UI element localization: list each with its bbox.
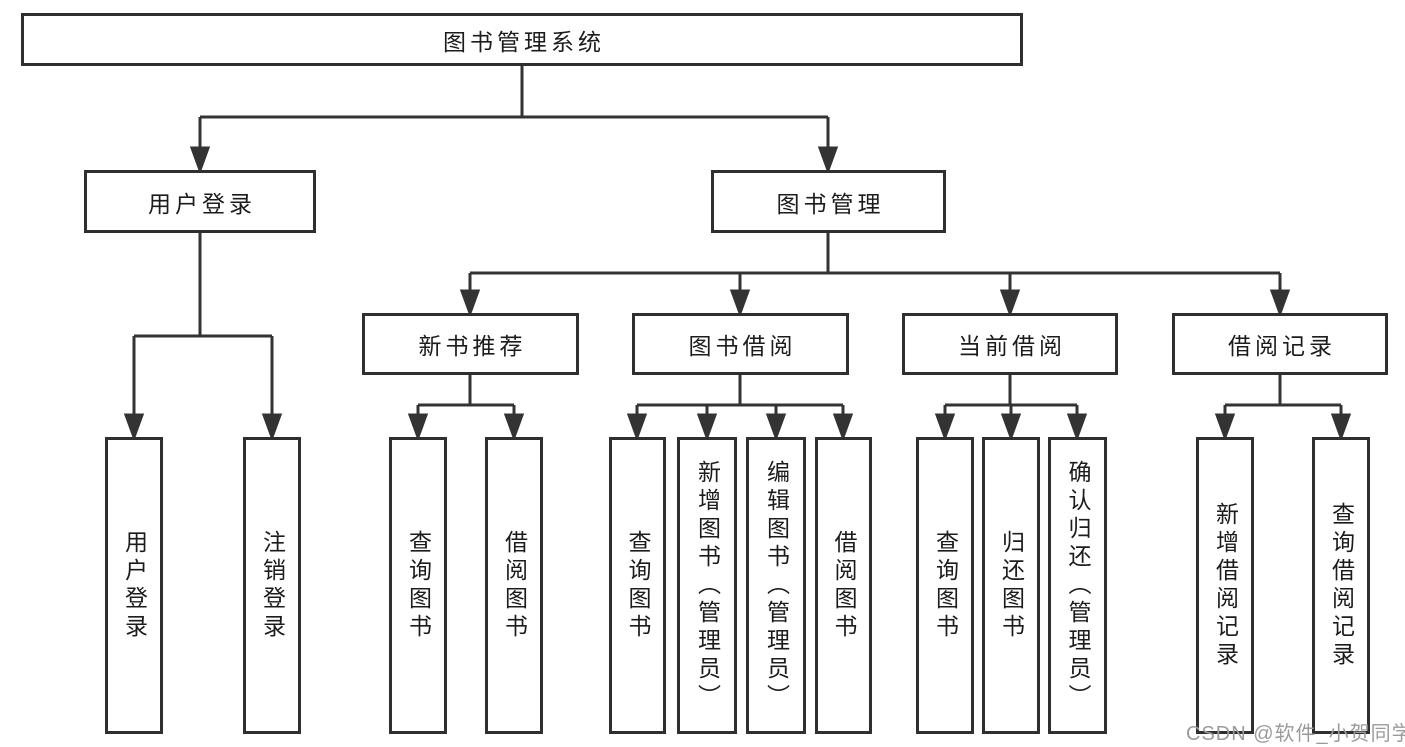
leaf-query-books-current: 查询图书 bbox=[916, 437, 974, 734]
arrowhead bbox=[832, 413, 854, 442]
arrowhead bbox=[817, 146, 839, 175]
arrowhead bbox=[999, 289, 1021, 318]
csdn-watermark: CSDN @软件_小贺同学 bbox=[1186, 723, 1405, 745]
arrowhead bbox=[729, 289, 751, 318]
arrowhead bbox=[934, 413, 956, 442]
arrowhead bbox=[1214, 413, 1236, 442]
arrowhead bbox=[765, 413, 787, 442]
arrowhead bbox=[459, 289, 481, 318]
leaf-borrow-books-recommend: 借阅图书 bbox=[485, 437, 543, 734]
connector-root-split bbox=[189, 66, 839, 175]
node-new-book-recommendation: 新书推荐 bbox=[362, 313, 579, 375]
leaf-query-borrow-record: 查询借阅记录 bbox=[1312, 437, 1370, 734]
node-book-borrowing: 图书借阅 bbox=[632, 313, 849, 375]
leaf-return-books: 归还图书 bbox=[982, 437, 1040, 734]
node-library-management-system: 图书管理系统 bbox=[21, 13, 1023, 66]
leaf-user-login: 用户登录 bbox=[105, 437, 163, 734]
arrowhead bbox=[696, 413, 718, 442]
arrowhead bbox=[261, 413, 283, 442]
connector-book-management-split bbox=[459, 233, 1291, 318]
node-borrowing-records: 借阅记录 bbox=[1172, 313, 1388, 375]
node-book-management: 图书管理 bbox=[711, 170, 946, 233]
connector-new-book-split bbox=[407, 375, 525, 442]
leaf-confirm-return-admin: 确认归还（管理员） bbox=[1048, 437, 1107, 734]
arrowhead bbox=[407, 413, 429, 442]
connector-borrowing-records-split bbox=[1214, 375, 1352, 442]
arrowhead bbox=[189, 146, 211, 175]
arrowhead bbox=[1330, 413, 1352, 442]
leaf-edit-books-admin: 编辑图书（管理员） bbox=[746, 437, 806, 734]
leaf-logout: 注销登录 bbox=[243, 437, 301, 734]
leaf-borrow-books-borrowing: 借阅图书 bbox=[815, 437, 872, 734]
arrowhead bbox=[1000, 413, 1022, 442]
connector-user-login-split bbox=[123, 233, 283, 442]
connector-book-borrowing-split bbox=[626, 375, 854, 442]
arrowhead bbox=[1269, 289, 1291, 318]
leaf-query-books-recommend: 查询图书 bbox=[389, 437, 447, 734]
arrowhead bbox=[503, 413, 525, 442]
connector-current-borrowing-split bbox=[934, 375, 1088, 442]
arrowhead bbox=[123, 413, 145, 442]
leaf-add-books-admin: 新增图书（管理员） bbox=[677, 437, 737, 734]
arrowhead bbox=[1066, 413, 1088, 442]
node-user-login: 用户登录 bbox=[84, 170, 316, 233]
node-current-borrowing: 当前借阅 bbox=[902, 313, 1118, 375]
arrowhead bbox=[626, 413, 648, 442]
leaf-query-books-borrowing: 查询图书 bbox=[609, 437, 666, 734]
leaf-add-borrow-record: 新增借阅记录 bbox=[1196, 437, 1254, 734]
